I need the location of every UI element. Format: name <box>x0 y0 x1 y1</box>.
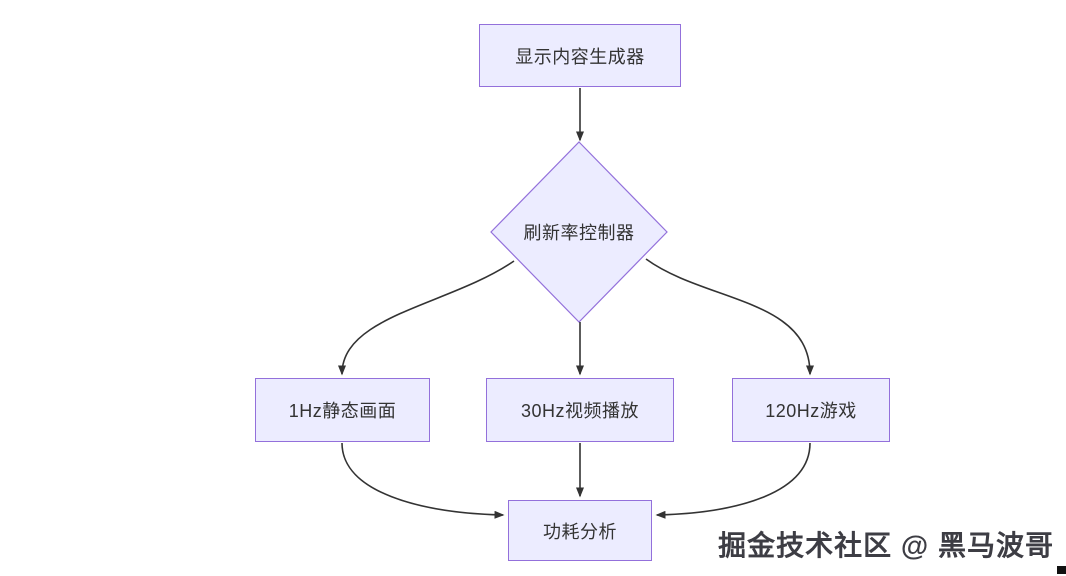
edge-static1hz-to-power <box>341 442 505 519</box>
node-label: 30Hz视频播放 <box>520 401 640 421</box>
node-display-content-generator: 显示内容生成器 <box>479 24 681 87</box>
node-120hz-game: 120Hz游戏 <box>732 378 890 442</box>
edge-game120hz-to-power <box>655 442 811 519</box>
node-power-analysis: 功耗分析 <box>508 500 652 561</box>
node-label: 功耗分析 <box>543 521 617 542</box>
node-label: 120Hz游戏 <box>765 401 857 421</box>
corner-artifact-mark <box>1057 566 1066 574</box>
node-label: 显示内容生成器 <box>515 46 645 67</box>
node-30hz-video: 30Hz视频播放 <box>486 378 674 442</box>
node-label: 刷新率控制器 <box>523 223 635 243</box>
watermark-text: 掘金技术社区 @ 黑马波哥 <box>718 530 1054 561</box>
node-refresh-rate-controller: 刷新率控制器 <box>479 218 679 246</box>
edge-controller-to-static1hz <box>338 260 515 376</box>
diamond-node-shape <box>490 141 668 323</box>
node-1hz-static: 1Hz静态画面 <box>255 378 430 442</box>
node-label: 1Hz静态画面 <box>288 401 397 421</box>
edge-controller-to-game120hz <box>645 258 814 376</box>
